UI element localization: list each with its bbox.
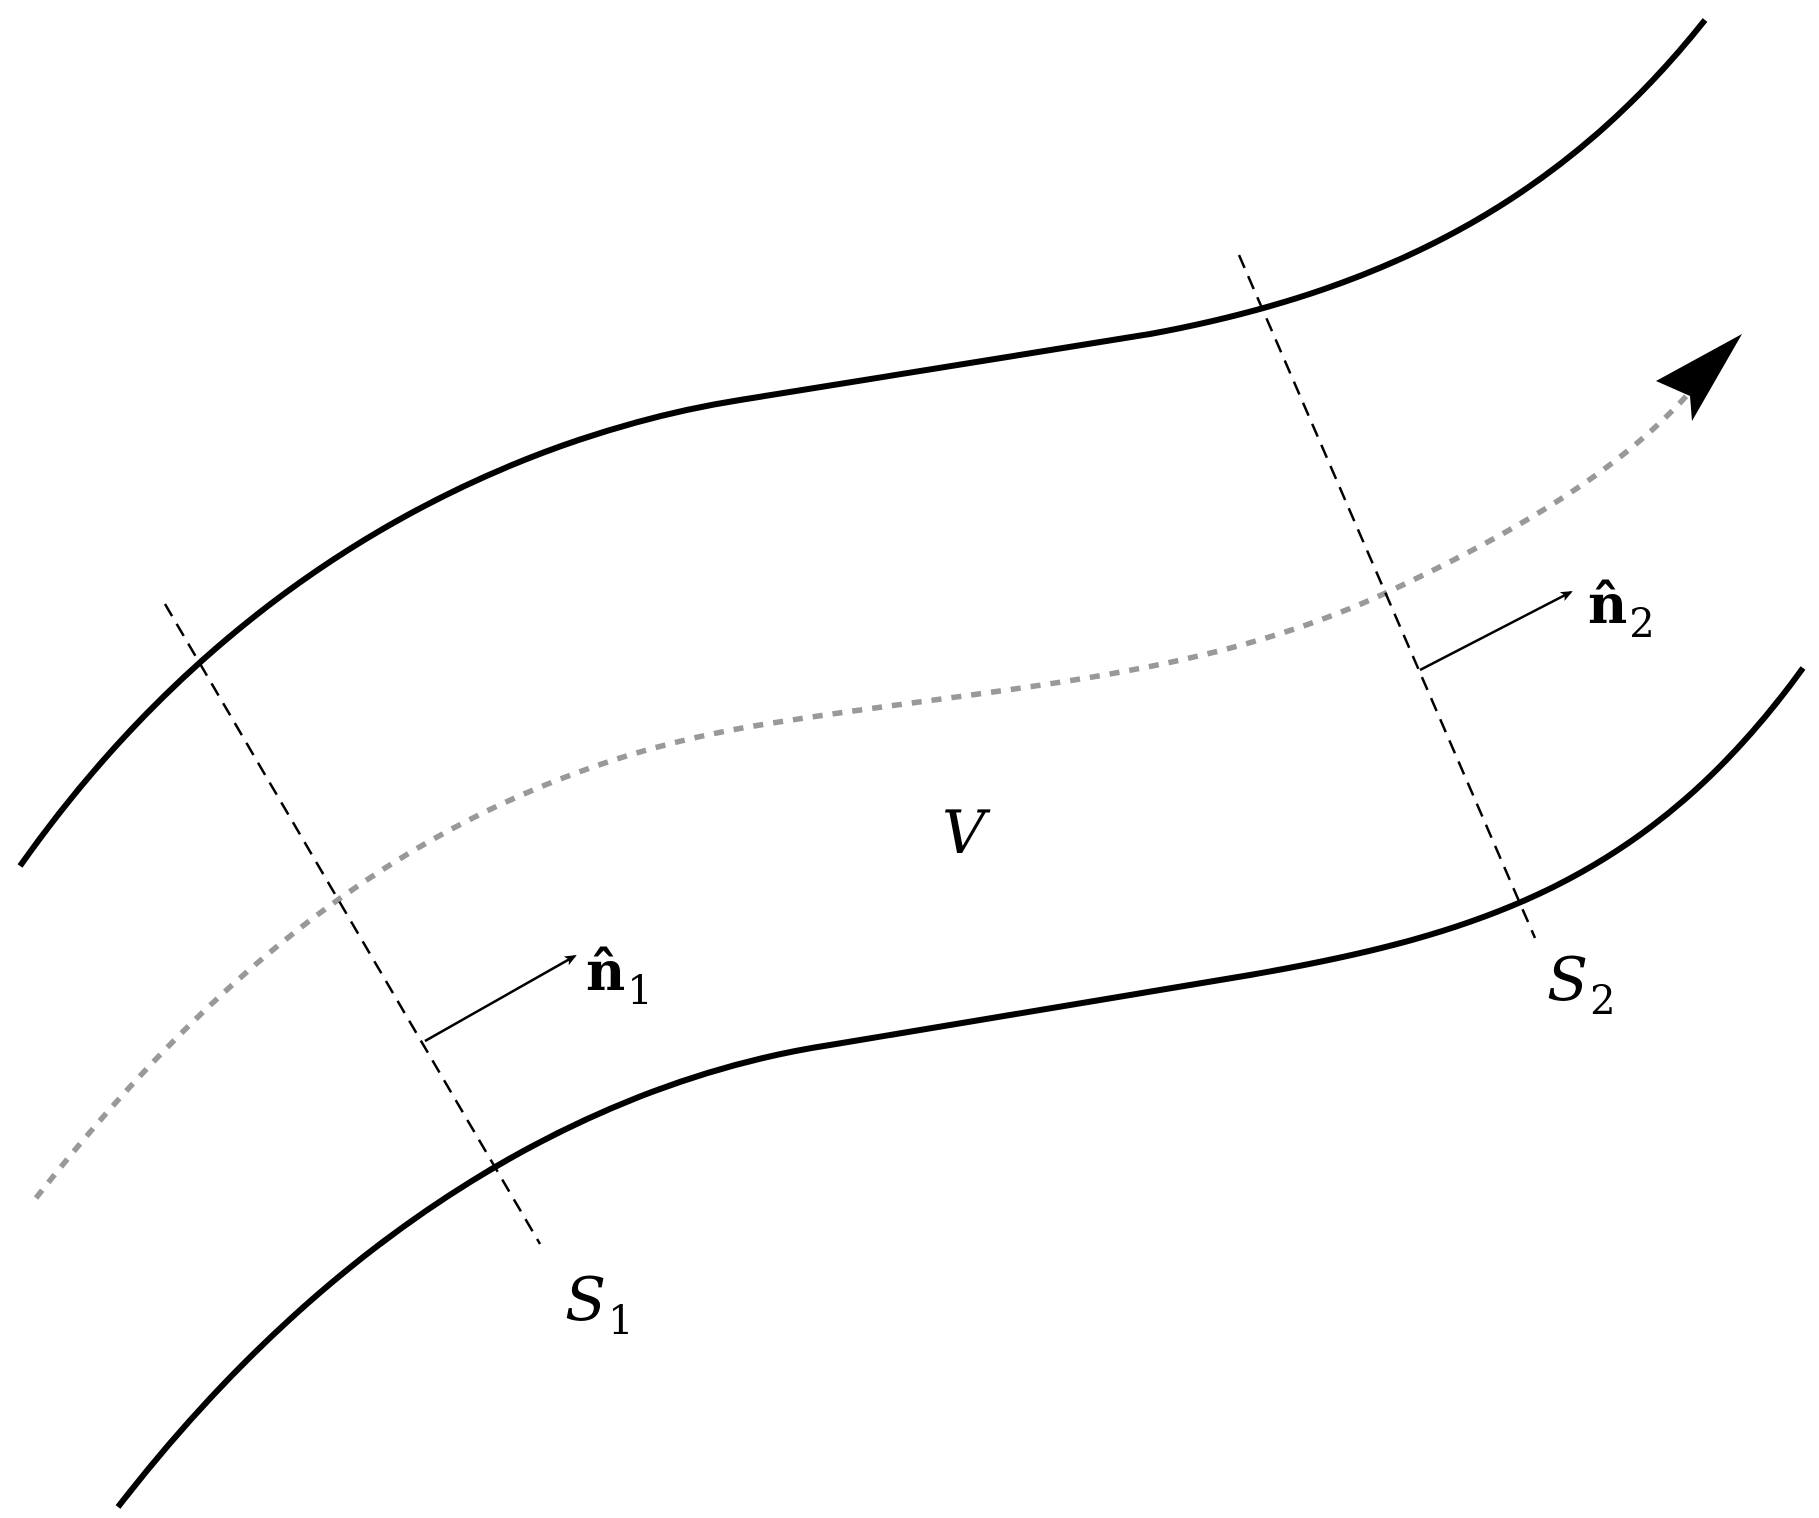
normal-vector-n2-arrow — [1419, 590, 1573, 672]
normal-n1-label: n̂1 — [586, 939, 653, 1014]
upper-wall — [17, 18, 1708, 868]
volume-label: V — [942, 798, 991, 868]
flow-direction-arrowhead — [1656, 334, 1742, 421]
lower-wall — [115, 666, 1806, 1509]
cross-section-s2-line — [1237, 254, 1537, 939]
surface-s2-label: S2 — [1547, 945, 1616, 1024]
flow-streamline — [33, 390, 1693, 1200]
normal-vector-n1-arrow — [424, 954, 577, 1043]
cross-section-s1-line — [163, 603, 542, 1245]
surface-s1-label: S1 — [565, 1265, 634, 1344]
normal-n2-label: n̂2 — [1588, 572, 1655, 647]
